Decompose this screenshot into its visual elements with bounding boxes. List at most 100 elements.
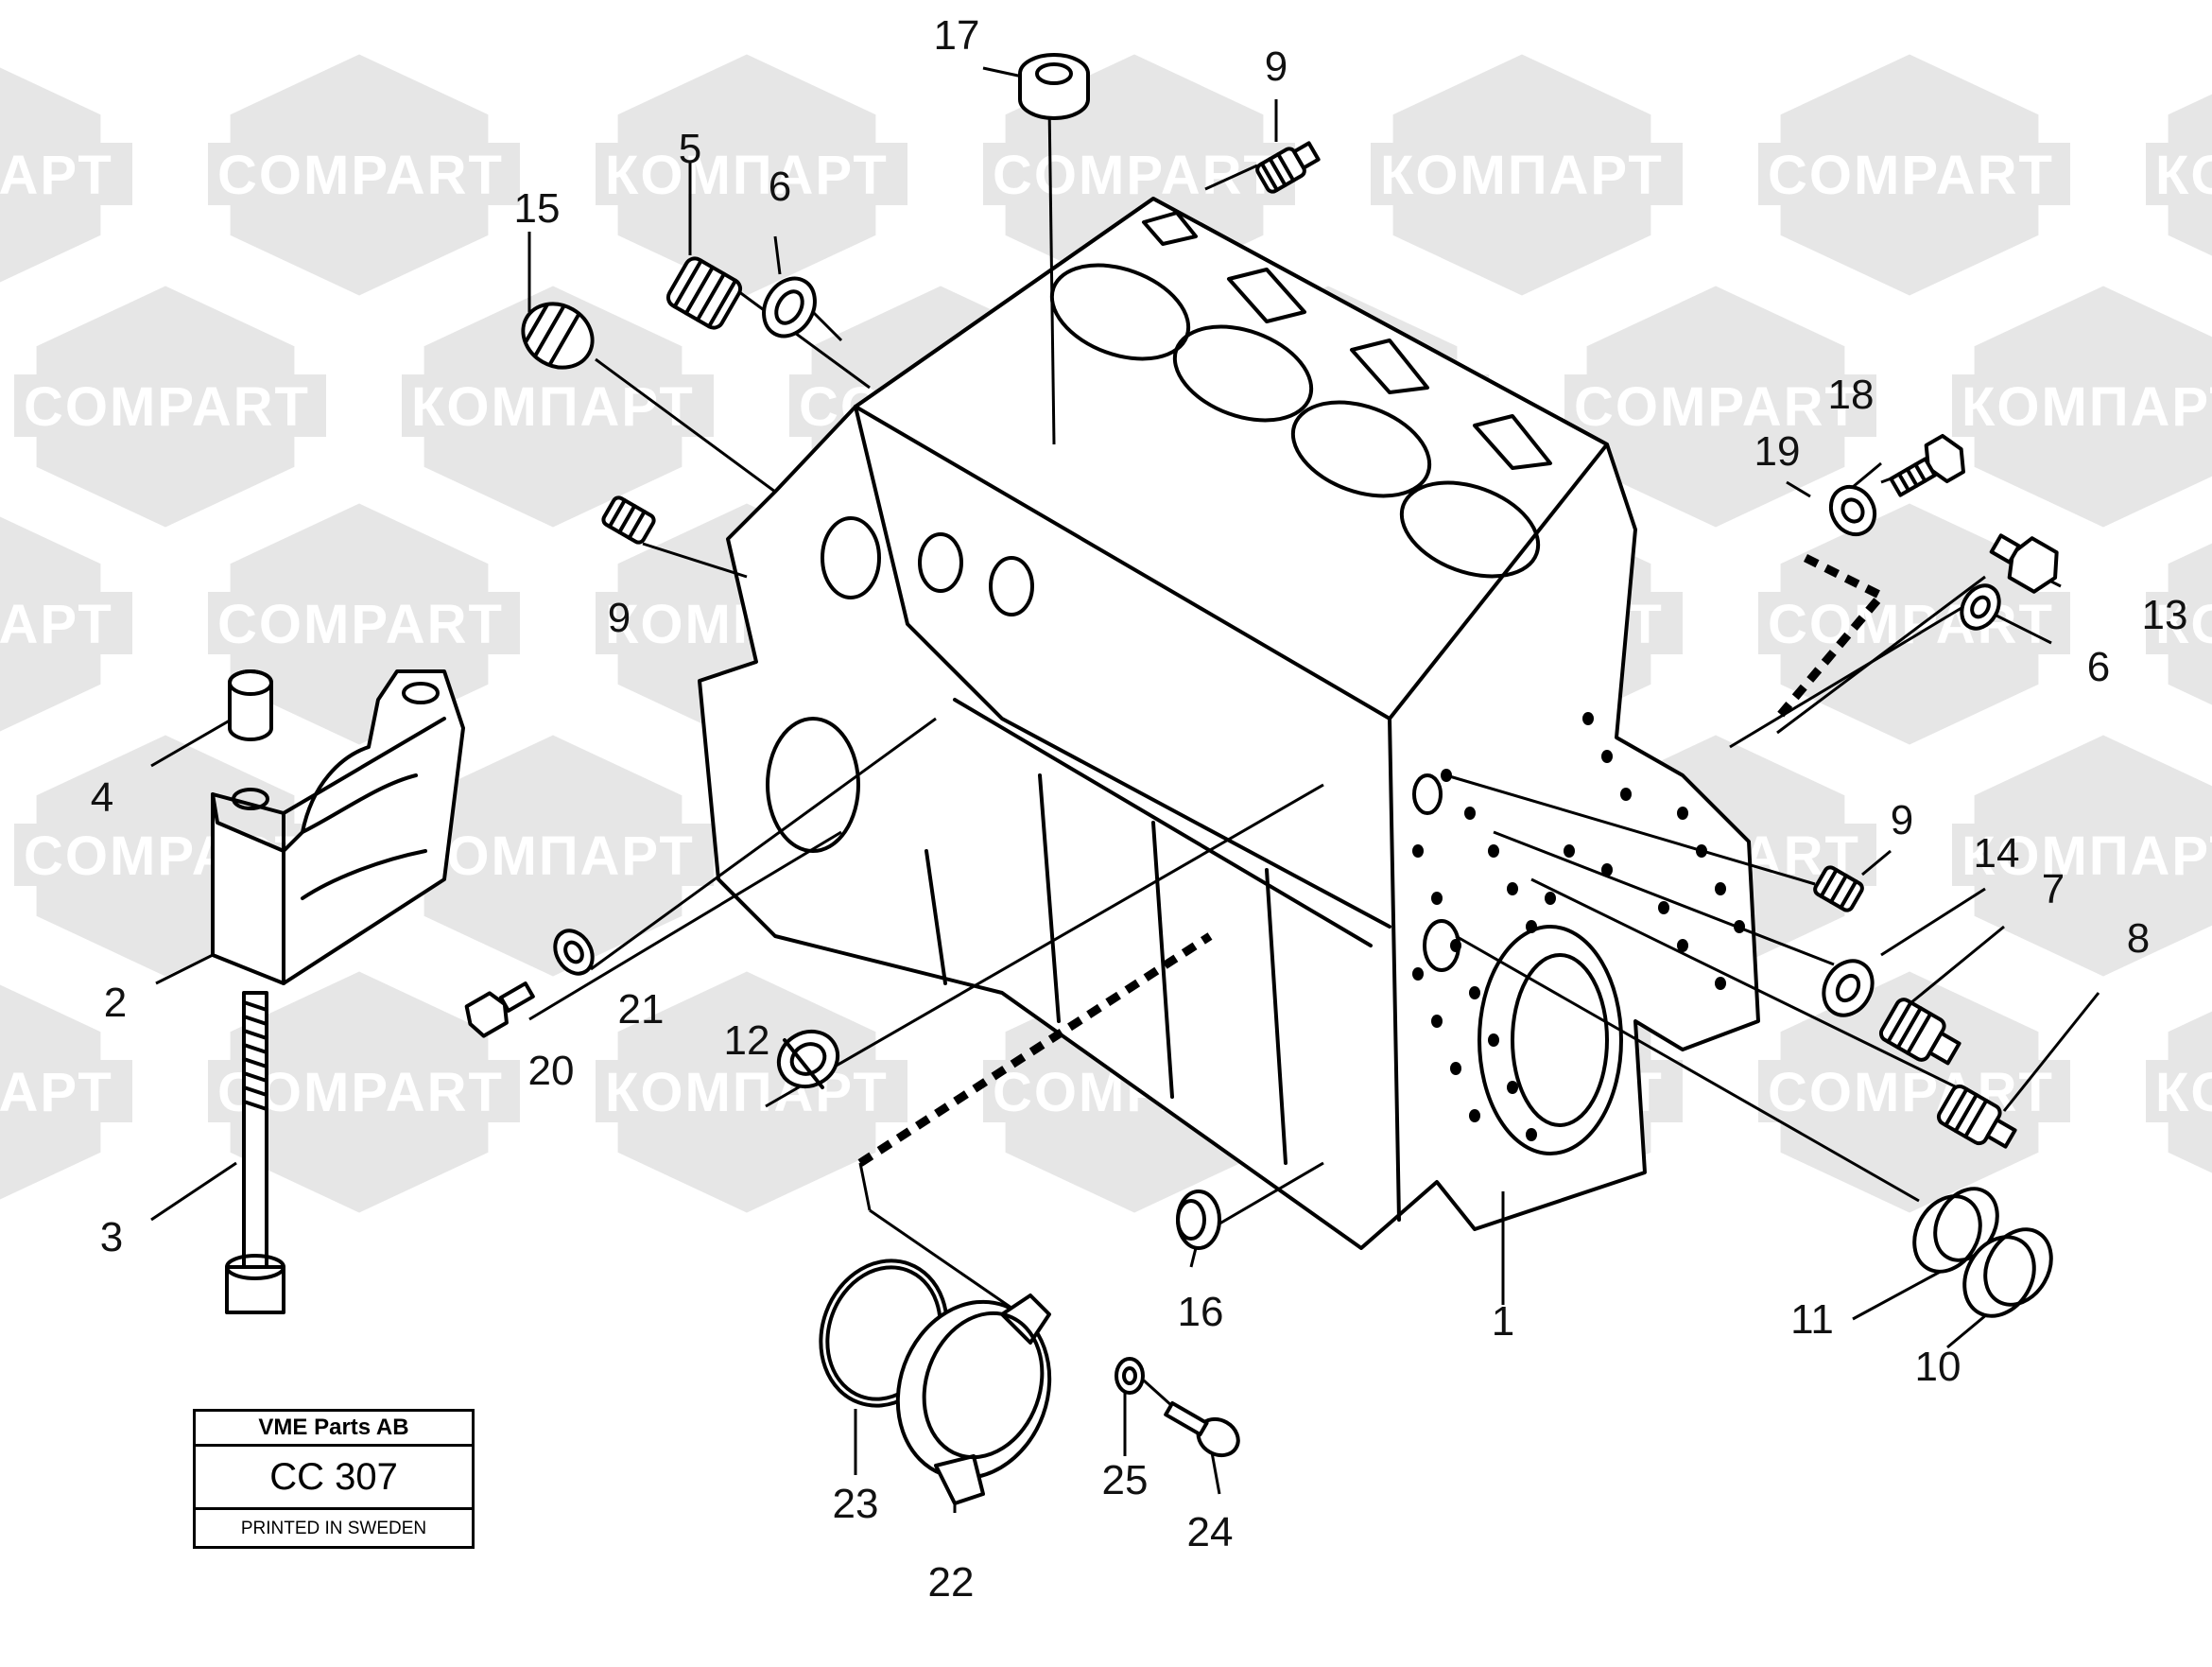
callout-number-21: 21 bbox=[618, 986, 665, 1033]
bolt-hole bbox=[1431, 892, 1443, 905]
watermark-tile: КОМПАРТ bbox=[402, 286, 714, 528]
part-6-washer-top bbox=[762, 276, 817, 339]
callout-number-9: 9 bbox=[608, 595, 631, 641]
watermark-tile: КОМПАРТ bbox=[0, 516, 132, 732]
stamp-company: VME Parts AB bbox=[196, 1412, 472, 1447]
part-18-bolt bbox=[1889, 433, 1965, 497]
callout-number-25: 25 bbox=[1102, 1457, 1149, 1503]
watermark-bar bbox=[0, 592, 132, 654]
bolt-hole bbox=[1677, 939, 1688, 952]
watermark-bar bbox=[596, 1060, 907, 1122]
watermark-text: КОМПАРТ bbox=[1961, 376, 2212, 438]
watermark-text: КОМПАРТ bbox=[1380, 145, 1664, 206]
bolt-hole bbox=[1715, 882, 1726, 895]
watermark-tile: КОМПАРТ bbox=[1952, 735, 2212, 977]
watermark-tile: КОМПАРТ bbox=[402, 735, 714, 977]
part-3-bolt bbox=[225, 991, 285, 1314]
watermark-bar bbox=[2146, 592, 2212, 654]
watermark-tile: КОМПАРТ bbox=[596, 54, 907, 296]
bolt-hole bbox=[1488, 844, 1499, 858]
watermark-bar bbox=[2146, 143, 2212, 205]
watermark-text: КОМПАРТ bbox=[0, 145, 113, 206]
part-8-plug bbox=[1936, 1084, 2017, 1149]
bolt-hole bbox=[1564, 844, 1575, 858]
watermark-text: COMPART bbox=[217, 594, 504, 655]
watermark-bar bbox=[1952, 824, 2212, 886]
watermark-bar bbox=[2146, 1060, 2212, 1122]
bolt-hole bbox=[1601, 863, 1613, 877]
part-5-plug bbox=[665, 256, 743, 330]
part-13-bolt bbox=[1989, 533, 2059, 594]
watermark-bar bbox=[596, 143, 907, 205]
watermark-text: КОМПАРТ bbox=[605, 1062, 889, 1123]
watermark-tile: COMPART bbox=[1564, 286, 1876, 528]
watermark-text: КОМПАРТ bbox=[0, 594, 113, 655]
callout-number-12: 12 bbox=[724, 1017, 770, 1064]
callout-number-14: 14 bbox=[1974, 830, 2020, 877]
watermark-tile: КОМПАРТ bbox=[1952, 286, 2212, 528]
bolt-hole bbox=[1431, 1015, 1443, 1028]
part-25-washer bbox=[1115, 1357, 1145, 1395]
bolt-hole bbox=[1582, 712, 1594, 725]
callout-number-24: 24 bbox=[1187, 1509, 1234, 1555]
part-21-washer bbox=[553, 929, 595, 976]
watermark-text: COMPART bbox=[1768, 1062, 2054, 1123]
part-4-dowel bbox=[228, 669, 273, 741]
callout-number-17: 17 bbox=[934, 12, 980, 59]
bolt-hole bbox=[1469, 1109, 1480, 1122]
watermark-text: COMPART bbox=[24, 376, 310, 438]
watermark-bar bbox=[402, 374, 714, 437]
bolt-hole bbox=[1620, 788, 1632, 801]
watermark-tile: COMPART bbox=[208, 971, 520, 1213]
parts bbox=[211, 53, 2059, 1505]
watermark-tile: КОМПАРТ bbox=[0, 67, 132, 283]
part-24-bolt bbox=[1164, 1400, 1240, 1458]
bolt-hole bbox=[1715, 977, 1726, 990]
watermark-text: КОМПАРТ bbox=[2155, 1062, 2212, 1123]
bolt-hole bbox=[1526, 920, 1537, 933]
part-2-bearing-cap bbox=[211, 669, 465, 985]
watermark-tile: КОМПАРТ bbox=[2146, 1011, 2212, 1173]
part-22-cover bbox=[895, 1294, 1052, 1505]
watermark-bar bbox=[1371, 143, 1683, 205]
watermark-text: КОМПАРТ bbox=[2155, 145, 2212, 206]
bolt-hole bbox=[1507, 1081, 1518, 1094]
callout-number-10: 10 bbox=[1915, 1344, 1961, 1390]
watermark-tile: COMPART bbox=[208, 54, 520, 296]
watermark-bar bbox=[208, 592, 520, 654]
callout-number-1: 1 bbox=[1492, 1298, 1514, 1345]
watermark-text: КОМПАРТ bbox=[411, 376, 695, 438]
part-9-plug-top bbox=[1255, 141, 1321, 194]
bolt-hole bbox=[1658, 901, 1669, 914]
leader-lines bbox=[150, 66, 2100, 1513]
watermark-bar bbox=[402, 824, 714, 886]
watermark-text: COMPART bbox=[1574, 376, 1860, 438]
watermark-text: COMPART bbox=[217, 145, 504, 206]
part-10-cup bbox=[1962, 1227, 2053, 1318]
part-7-plug bbox=[1878, 998, 1961, 1066]
watermark-bar bbox=[208, 143, 520, 205]
bolt-hole bbox=[1677, 807, 1688, 820]
bolt-hole bbox=[1507, 882, 1518, 895]
callout-number-5: 5 bbox=[679, 126, 701, 172]
callout-number-7: 7 bbox=[2042, 866, 2065, 912]
callout-number-20: 20 bbox=[528, 1048, 575, 1094]
watermark-tile: COMPART bbox=[1758, 503, 2070, 745]
engine-block bbox=[698, 197, 1760, 1250]
watermark-tile: КОМПАРТ bbox=[2146, 543, 2212, 705]
callout-number-19: 19 bbox=[1754, 428, 1801, 475]
part-12-seal bbox=[776, 1029, 840, 1089]
watermark-text: COMPART bbox=[993, 145, 1279, 206]
watermark-tile: КОМПАРТ bbox=[2146, 94, 2212, 256]
part-9-plug-right bbox=[1813, 865, 1864, 912]
watermark-bar bbox=[1952, 374, 2212, 437]
part-6-washer-right bbox=[1960, 583, 2001, 631]
callout-number-22: 22 bbox=[928, 1559, 975, 1606]
dashed-leaders bbox=[857, 553, 1889, 1167]
watermark-bar bbox=[1564, 374, 1876, 437]
callout-number-15: 15 bbox=[514, 185, 561, 232]
part-9-plug-left bbox=[601, 495, 656, 545]
